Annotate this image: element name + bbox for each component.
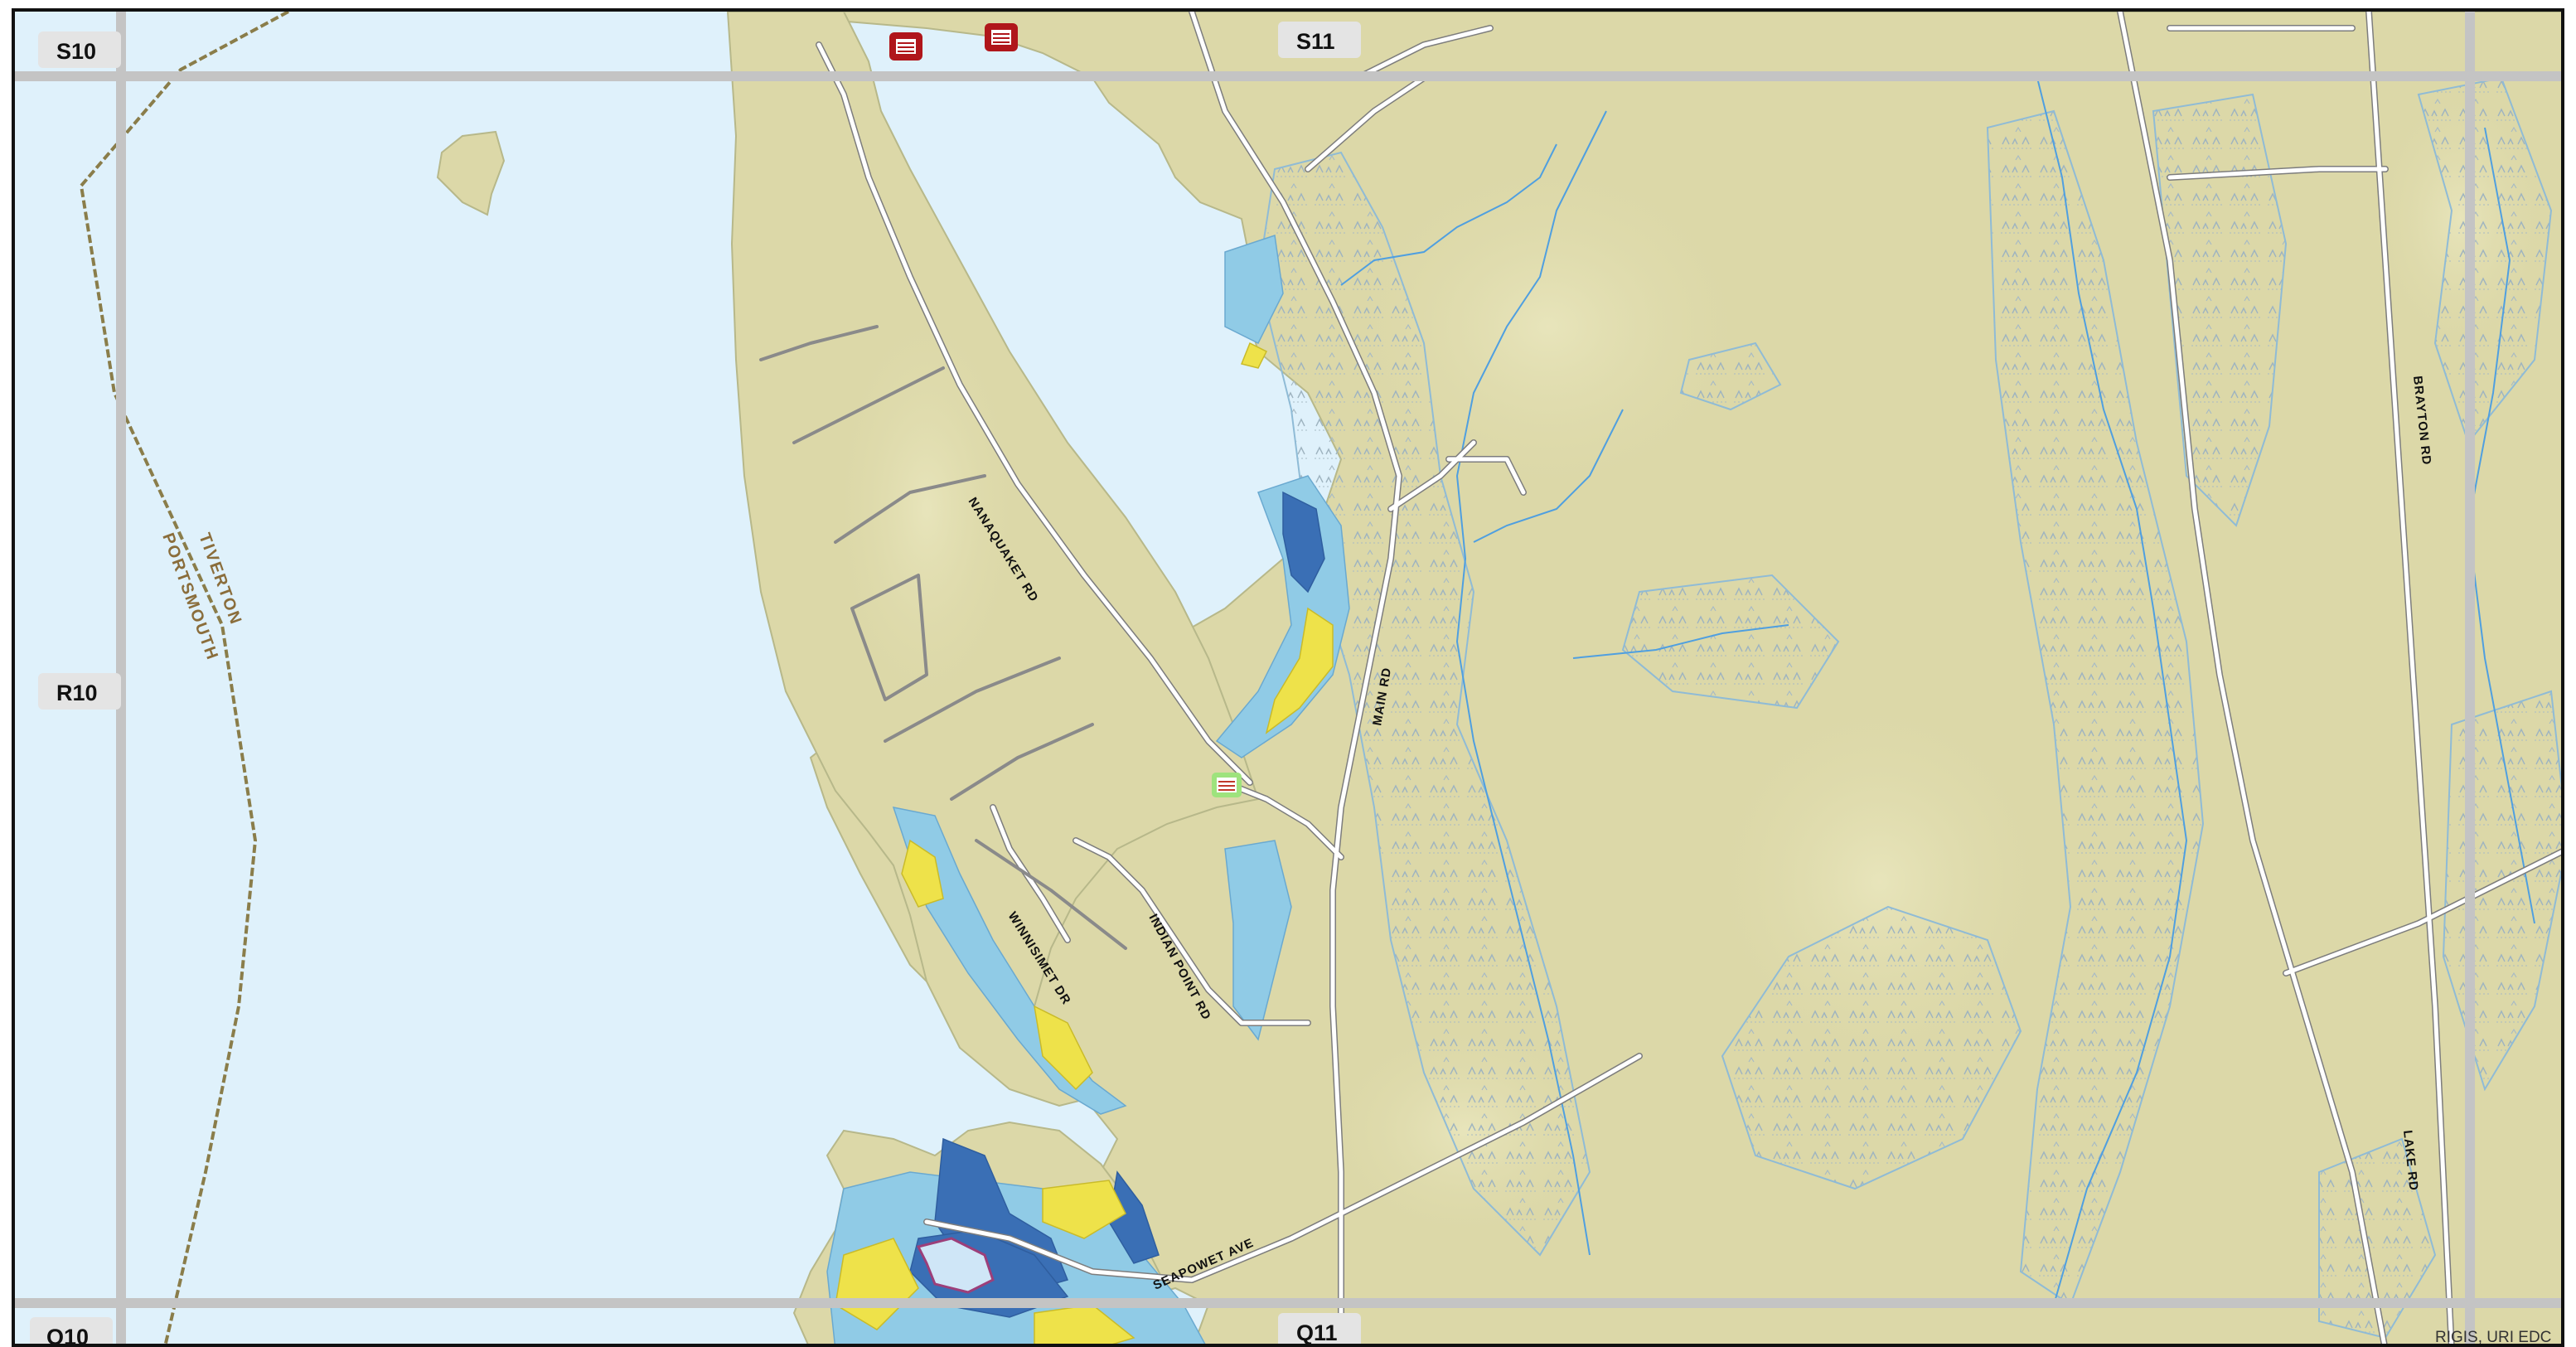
- grid-label-r10: R10: [38, 673, 121, 710]
- flood-marker-icon[interactable]: [889, 32, 922, 61]
- svg-text:S11: S11: [1296, 29, 1335, 54]
- grid-label-s11: S11: [1278, 22, 1361, 58]
- land-island: [436, 130, 506, 216]
- map-credit: RIGIS, URI EDC: [2435, 1329, 2551, 1346]
- grid-label-s10: S10: [38, 31, 121, 68]
- marsh-outline-zone: [916, 1237, 995, 1294]
- grid-label-q10: Q10: [30, 1317, 113, 1347]
- svg-text:Q10: Q10: [46, 1325, 89, 1347]
- svg-text:Q11: Q11: [1296, 1320, 1338, 1345]
- grid-label-q11: Q11: [1278, 1313, 1361, 1345]
- svg-text:S10: S10: [56, 39, 96, 64]
- flood-marker-icon[interactable]: [985, 23, 1018, 51]
- town-boundary-line: [79, 12, 289, 1344]
- svg-text:R10: R10: [56, 681, 98, 705]
- roads: [759, 12, 2561, 1344]
- tide-gauge-icon[interactable]: [1212, 773, 1242, 797]
- map-frame[interactable]: NANAQUAKET RD MAIN RD WINNISIMET DR INDI…: [12, 8, 2564, 1347]
- map-canvas[interactable]: NANAQUAKET RD MAIN RD WINNISIMET DR INDI…: [15, 12, 2564, 1347]
- map-grid: [15, 12, 2561, 1344]
